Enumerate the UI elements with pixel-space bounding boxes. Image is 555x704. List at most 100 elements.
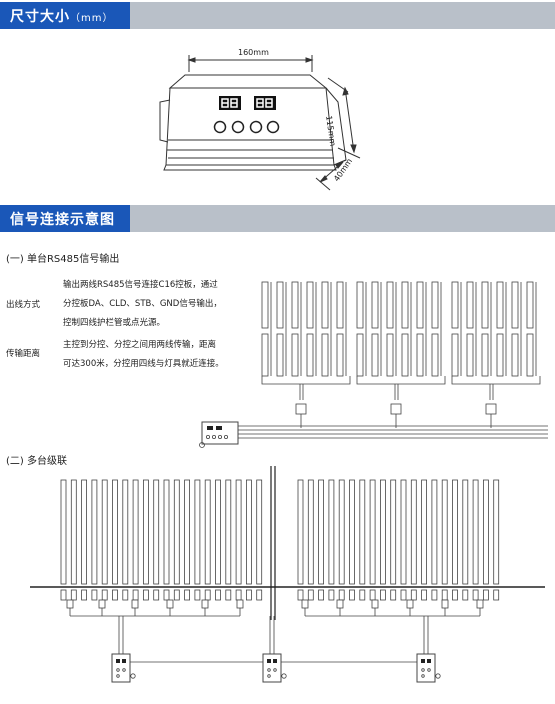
unit-label: （mm） <box>70 13 114 24</box>
cascade-controller <box>111 653 131 683</box>
led-tube <box>235 479 242 585</box>
led-tube <box>204 479 211 585</box>
sub-controller <box>485 403 497 415</box>
led-tube <box>163 589 170 601</box>
led-tube <box>349 479 355 585</box>
led-tube <box>194 589 201 601</box>
led-tube <box>261 281 269 329</box>
led-tube <box>173 479 180 585</box>
led-tube <box>291 333 299 377</box>
led-tube <box>276 281 284 329</box>
controller-button <box>267 668 271 672</box>
controller-button <box>273 668 277 672</box>
controller-button <box>116 674 120 678</box>
led-tube <box>421 479 428 585</box>
led-tube <box>101 479 108 585</box>
section-header-size: 尺寸大小（mm） <box>0 2 555 29</box>
controller-button <box>223 434 228 439</box>
led-tube <box>142 479 149 585</box>
controller-indicator <box>273 659 277 663</box>
led-tube <box>356 333 364 377</box>
led-tube <box>307 589 314 601</box>
led-tube <box>472 589 479 601</box>
led-tube <box>379 589 386 601</box>
controller-button <box>205 434 210 439</box>
led-tube <box>261 333 269 377</box>
controller-button <box>116 668 120 672</box>
dimension-width-label: 160mm <box>238 48 269 57</box>
led-tube <box>400 589 407 601</box>
led-tube <box>235 589 242 601</box>
controller-button <box>217 434 222 439</box>
led-tube <box>321 281 329 329</box>
led-tube <box>328 479 335 585</box>
controller-button <box>267 674 271 678</box>
controller-button <box>421 674 425 678</box>
output-method-line-1: 输出两线RS485信号连接C16控板，通过 <box>63 280 218 290</box>
power-connector <box>281 673 287 679</box>
led-tube <box>122 479 129 585</box>
led-tube <box>215 589 221 601</box>
led-tube <box>400 479 407 585</box>
led-tube <box>70 479 77 585</box>
led-tube <box>451 333 459 377</box>
led-tube <box>482 479 489 585</box>
led-tube <box>256 589 263 601</box>
tube-connector <box>301 599 309 609</box>
controller-button <box>427 668 431 672</box>
sub-controller <box>295 403 307 415</box>
led-tube <box>336 281 344 329</box>
led-tube <box>276 333 284 377</box>
led-tube <box>336 333 344 377</box>
led-tube <box>245 479 252 585</box>
led-tube <box>91 479 98 585</box>
output-method-label: 出线方式 <box>6 300 41 310</box>
led-tube <box>421 589 428 601</box>
transmission-distance-line-2: 可达300米，分控用四线与灯具就近连接。 <box>63 359 224 369</box>
led-tube <box>356 281 364 329</box>
led-tube <box>359 589 366 601</box>
led-tube <box>369 589 376 601</box>
led-tube <box>481 333 489 377</box>
transmission-distance-label: 传输距离 <box>6 349 41 359</box>
group-bus <box>356 376 446 385</box>
power-connector <box>199 442 205 448</box>
led-tube <box>91 589 98 601</box>
led-tube <box>431 479 438 585</box>
led-tube <box>291 281 299 329</box>
led-tube <box>112 589 118 601</box>
tube-connector <box>98 599 106 609</box>
transmission-distance-line-1: 主控到分控、分控之间用两线传输，距离 <box>63 340 217 350</box>
controller-button <box>122 668 126 672</box>
led-tube <box>142 589 149 601</box>
tube-connector <box>441 599 449 609</box>
led-tube <box>338 479 345 585</box>
led-tube <box>204 589 211 601</box>
power-connector <box>130 673 136 679</box>
cascade-controller <box>262 653 282 683</box>
led-tube <box>163 479 170 585</box>
led-tube <box>390 589 397 601</box>
led-tube <box>122 589 129 601</box>
power-connector <box>435 673 441 679</box>
led-tube <box>493 479 500 585</box>
controller-button <box>421 668 425 672</box>
led-tube <box>101 589 108 601</box>
led-tube <box>472 479 479 585</box>
led-tube <box>481 281 489 329</box>
led-tube <box>245 589 252 601</box>
controller-indicator <box>116 659 120 663</box>
led-tube <box>410 479 417 585</box>
led-tube <box>511 281 519 329</box>
section-header-wiring: 信号连接示意图 <box>0 205 555 232</box>
led-tube <box>81 479 87 585</box>
led-tube <box>441 479 448 585</box>
led-tube <box>482 589 489 601</box>
output-method-line-3: 控制四线护栏管或点光源。 <box>63 318 166 328</box>
led-tube <box>194 479 201 585</box>
led-tube <box>321 333 329 377</box>
group-bus <box>261 376 351 385</box>
sub-controller <box>390 403 402 415</box>
